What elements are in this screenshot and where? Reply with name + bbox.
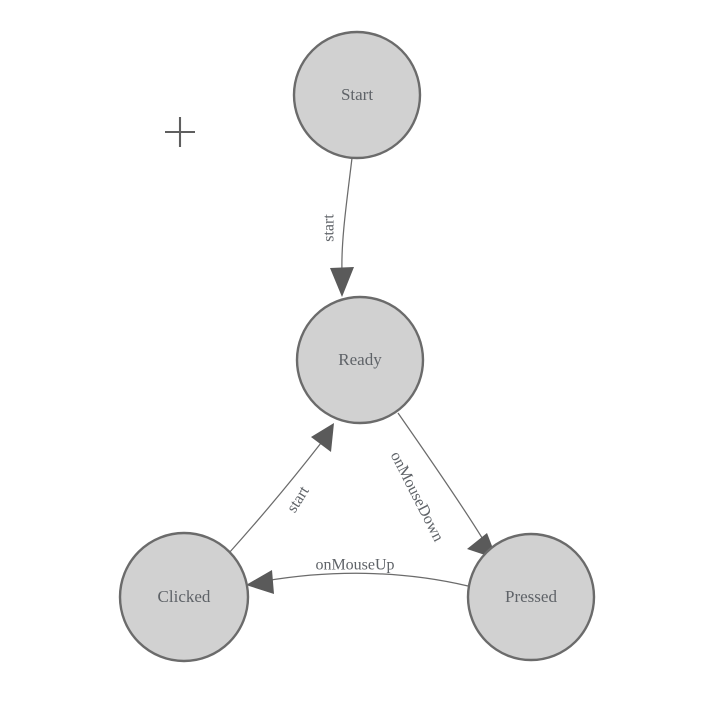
edge-path-ready-to-pressed [397,412,485,542]
state-label-pressed: Pressed [505,587,557,606]
arrowhead-clicked-to-ready [311,423,334,452]
edge-pressed-to-clicked[interactable]: onMouseUp [246,557,469,594]
edge-label-clicked-to-ready: start [284,483,313,516]
state-node-start[interactable]: Start [292,30,422,160]
state-node-ready[interactable]: Ready [295,295,425,425]
arrowhead-start-to-ready [330,267,354,297]
arrowhead-pressed-to-clicked [246,570,274,594]
state-circle-clicked [118,531,250,663]
plus-marker-icon [165,117,195,147]
state-label-start: Start [341,85,373,104]
state-circle-pressed [466,532,596,662]
state-circle-ready [295,295,425,425]
state-circle-start [292,30,422,160]
edge-clicked-to-ready[interactable]: start [228,423,334,554]
edge-label-start-to-ready: start [321,214,338,242]
state-label-clicked: Clicked [158,587,211,606]
edge-label-pressed-to-clicked: onMouseUp [315,557,394,574]
state-label-ready: Ready [338,350,382,369]
edge-ready-to-pressed[interactable]: onMouseDown [387,412,497,559]
edge-label-ready-to-pressed: onMouseDown [387,449,447,545]
edge-path-pressed-to-clicked [264,572,469,587]
state-node-clicked[interactable]: Clicked [118,531,250,663]
edge-path-start-to-ready [341,157,353,273]
state-node-pressed[interactable]: Pressed [466,532,596,662]
edge-path-clicked-to-ready [228,442,322,554]
edge-start-to-ready[interactable]: start [321,157,354,297]
